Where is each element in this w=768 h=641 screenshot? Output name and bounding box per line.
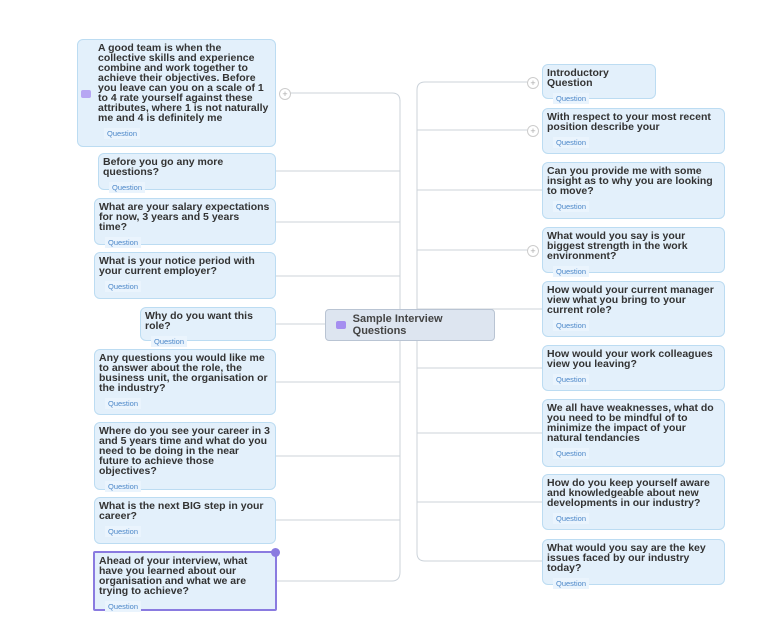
question-tag[interactable]: Question: [105, 481, 142, 492]
question-tag[interactable]: Question: [553, 513, 590, 524]
right-topic-node[interactable]: What would you say is your biggest stren…: [542, 227, 725, 277]
topic-text: What is the next BIG step in your career…: [99, 500, 264, 522]
topic-text: How would your current manager view what…: [547, 284, 714, 316]
expand-button[interactable]: +: [527, 245, 539, 257]
topic-text: Any questions you would like me to answe…: [99, 352, 268, 394]
question-tag[interactable]: Question: [553, 266, 590, 277]
question-tag[interactable]: Question: [104, 128, 141, 139]
question-tag[interactable]: Question: [553, 320, 590, 331]
expand-button[interactable]: +: [279, 88, 291, 100]
topic-text: What would you say is your biggest stren…: [547, 230, 688, 262]
topic-text: How do you keep yourself aware and knowl…: [547, 477, 710, 509]
topic-text: Can you provide me with some insight as …: [547, 165, 713, 197]
question-tag[interactable]: Question: [105, 237, 142, 248]
topic-text: How would your work colleagues view you …: [547, 348, 713, 370]
left-topic-node[interactable]: Ahead of your interview, what have you l…: [93, 548, 280, 612]
question-tag[interactable]: Question: [105, 601, 142, 612]
right-topic-node[interactable]: How would your work colleagues view you …: [542, 345, 725, 391]
question-tag[interactable]: Question: [105, 281, 142, 292]
left-topic-node[interactable]: Any questions you would like me to answe…: [94, 349, 276, 415]
right-topic-node[interactable]: We all have weaknesses, what do you need…: [542, 399, 725, 467]
right-topic-node[interactable]: How would your current manager view what…: [542, 281, 725, 337]
question-tag[interactable]: Question: [553, 578, 590, 589]
question-tag[interactable]: Question: [553, 448, 590, 459]
left-topic-node[interactable]: What is the next BIG step in your career…: [94, 497, 276, 544]
topic-text: Ahead of your interview, what have you l…: [99, 555, 248, 597]
question-tag[interactable]: Question: [105, 526, 142, 537]
root-node[interactable]: Sample Interview Questions: [325, 309, 495, 341]
question-tag[interactable]: Question: [553, 93, 590, 104]
question-tag[interactable]: Question: [151, 336, 188, 347]
question-tag[interactable]: Question: [553, 374, 590, 385]
topic-text: Before you go any more questions?: [103, 156, 224, 178]
topic-text: A good team is when the collective skill…: [98, 42, 269, 124]
topic-text: What is your notice period with your cur…: [99, 255, 255, 277]
left-topic-node[interactable]: A good team is when the collective skill…: [77, 39, 276, 147]
right-topic-node[interactable]: Can you provide me with some insight as …: [542, 162, 725, 219]
question-tag[interactable]: Question: [553, 137, 590, 148]
topic-text: Why do you want this role?: [145, 310, 253, 332]
left-topic-node[interactable]: What are your salary expectations for no…: [94, 198, 276, 248]
expand-button[interactable]: +: [527, 125, 539, 137]
root-label: Sample Interview Questions: [352, 313, 443, 337]
topic-text: Introductory Question: [547, 67, 609, 89]
topic-text: What would you say are the key issues fa…: [547, 542, 706, 574]
left-topic-node[interactable]: What is your notice period with your cur…: [94, 252, 276, 299]
topic-text: Where do you see your career in 3 and 5 …: [99, 425, 270, 477]
topic-text: With respect to your most recent positio…: [547, 111, 711, 133]
expand-button[interactable]: +: [527, 77, 539, 89]
question-tag[interactable]: Question: [105, 398, 142, 409]
note-icon: [81, 90, 91, 98]
topic-text: We all have weaknesses, what do you need…: [547, 402, 714, 444]
topic-text: What are your salary expectations for no…: [99, 201, 270, 233]
question-tag[interactable]: Question: [109, 182, 146, 193]
left-topic-node[interactable]: Before you go any more questions? Questio…: [98, 153, 276, 193]
question-tag[interactable]: Question: [553, 201, 590, 212]
right-topic-node[interactable]: What would you say are the key issues fa…: [542, 539, 725, 589]
resize-handle[interactable]: [271, 548, 280, 557]
left-topic-node[interactable]: Where do you see your career in 3 and 5 …: [94, 422, 276, 492]
right-topic-node[interactable]: With respect to your most recent positio…: [542, 108, 725, 154]
note-icon: [336, 321, 346, 329]
left-topic-node[interactable]: Why do you want this role? Question: [140, 307, 276, 347]
right-topic-node[interactable]: How do you keep yourself aware and knowl…: [542, 474, 725, 530]
